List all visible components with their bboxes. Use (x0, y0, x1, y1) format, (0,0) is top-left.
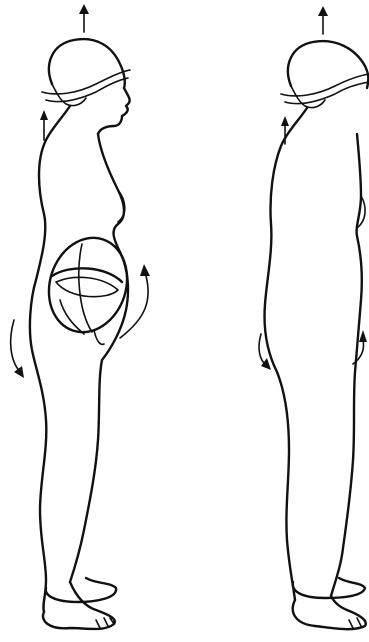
head-outline (281, 41, 369, 107)
up-arrow-icon (79, 4, 89, 32)
body-back-outline (30, 106, 70, 612)
body-back-outline (265, 108, 308, 600)
figure-left-drawing (0, 0, 185, 642)
figure-right-drawing (185, 0, 369, 642)
curved-arrow-icon (120, 264, 150, 338)
up-arrow-icon (318, 6, 328, 34)
feet-outline (43, 578, 116, 629)
curved-arrow-icon (11, 320, 24, 378)
pelvis-ellipse-icon (37, 228, 139, 343)
figure-right (185, 0, 369, 642)
up-arrow-icon (40, 110, 48, 140)
feet-outline (293, 578, 366, 629)
figure-left (0, 0, 185, 642)
body-front-outline (331, 134, 362, 596)
hand-contour (94, 330, 104, 344)
head-outline (42, 39, 130, 134)
body-front-outline (70, 134, 128, 582)
